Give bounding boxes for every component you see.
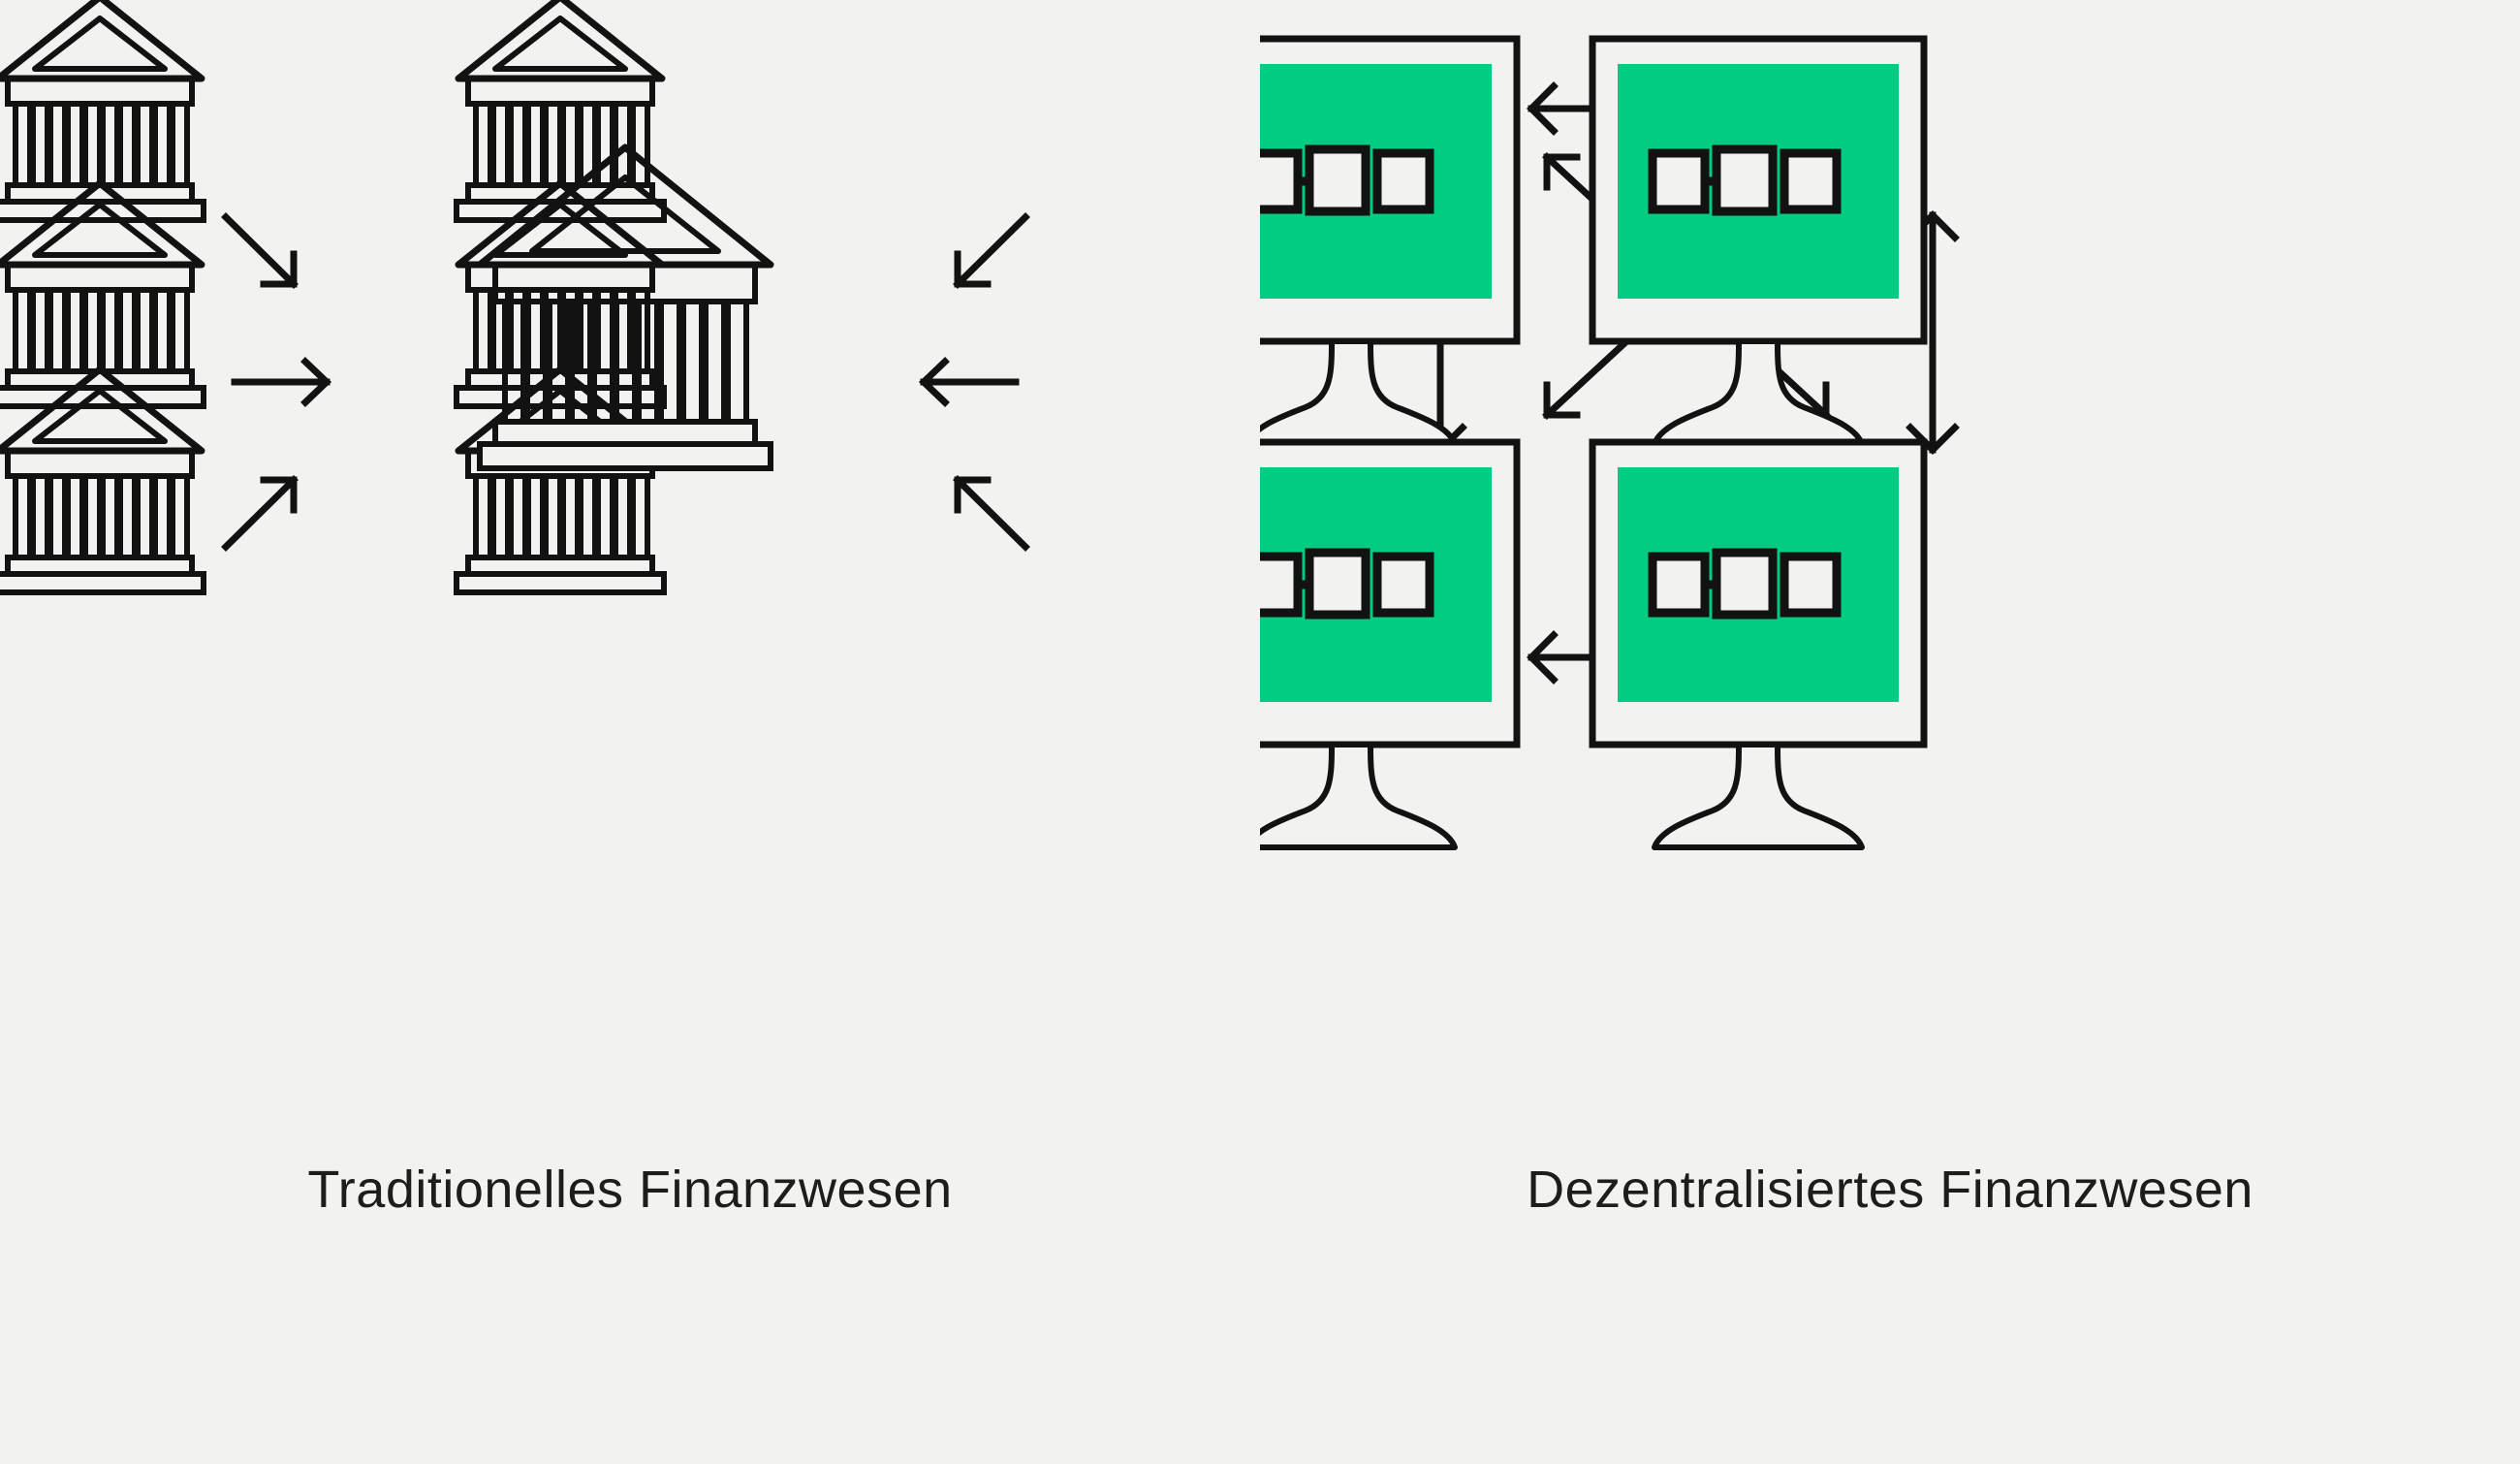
monitor-node-bottom-right <box>1592 442 1924 847</box>
arrow-top-left-to-center <box>221 212 299 289</box>
traditional-finance-graph <box>0 0 1030 1144</box>
monitor-node-top-right <box>1592 39 1924 444</box>
monitor-node-top-left <box>1260 39 1517 444</box>
arrow-bottom-left-to-center <box>221 475 299 552</box>
monitor-node-bottom-left <box>1260 442 1517 847</box>
arrow-top-right-to-center <box>953 212 1030 289</box>
arrow-middle-left-to-center <box>231 357 332 407</box>
panel-decentralized-finance: Dezentralisiertes Finanzwesen <box>1260 0 2520 1464</box>
decentralized-finance-graph <box>1260 0 1960 1144</box>
caption-traditional-finance: Traditionelles Finanzwesen <box>307 1161 953 1219</box>
arrow-bottom-right-to-center <box>953 475 1030 552</box>
caption-decentralized-finance: Dezentralisiertes Finanzwesen <box>1527 1161 2253 1219</box>
arrow-middle-right-to-center <box>918 357 1020 407</box>
panel-traditional-finance: Traditionelles Finanzwesen <box>0 0 1030 1219</box>
